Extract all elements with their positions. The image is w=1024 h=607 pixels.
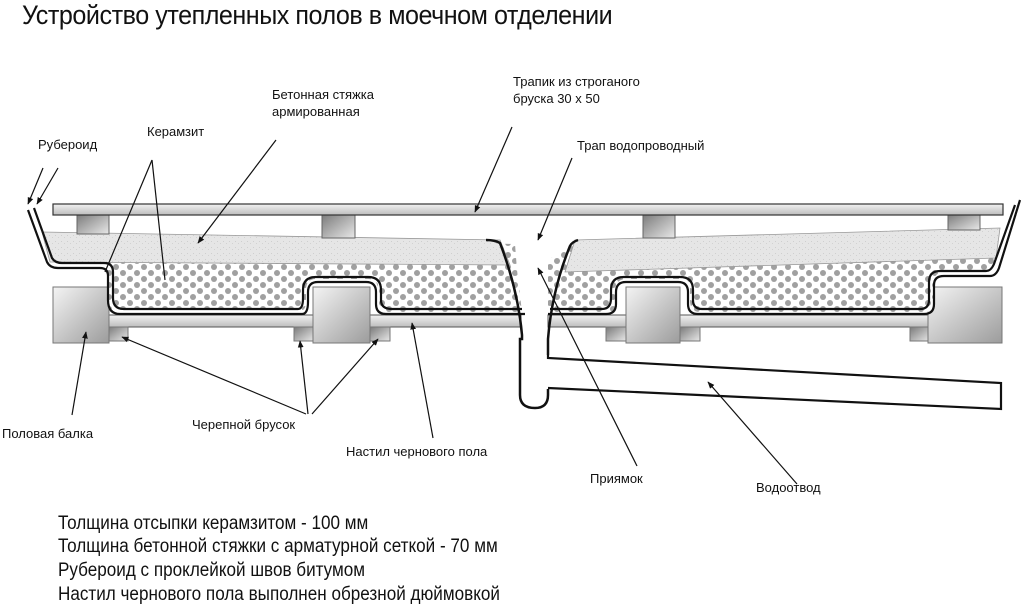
duckboard-support <box>947 213 981 231</box>
duckboard-support <box>642 213 676 239</box>
leader-cranial-1 <box>121 336 307 415</box>
concrete-screed-left <box>41 231 511 266</box>
cranial-bar <box>369 326 391 342</box>
cranial-bar <box>909 326 931 342</box>
leader-ruberoid-2 <box>36 167 59 205</box>
leader-sump <box>537 267 638 467</box>
label-drain: Водоотвод <box>756 480 821 495</box>
subfloor-deck-left <box>95 314 522 328</box>
label-keramzit: Керамзит <box>147 124 204 139</box>
cranial-bar <box>293 326 315 342</box>
label-screed-1: Бетонная стяжка <box>272 87 375 102</box>
note-line: Толщина бетонной стяжки с арматурной сет… <box>58 536 498 557</box>
leader-cranial-3 <box>311 338 379 415</box>
ruberoid-right <box>548 199 1022 316</box>
subfloor-deck-right <box>547 314 955 328</box>
floor-drain-trap <box>485 238 579 410</box>
label-trap: Трап водопроводный <box>577 138 704 153</box>
cranial-bar <box>679 326 701 342</box>
label-cranial-bar: Черепной брусок <box>192 417 295 432</box>
leader-subfloor <box>410 322 434 439</box>
ruberoid-left <box>26 207 525 316</box>
leader-screed <box>197 139 277 244</box>
floor-beam <box>625 286 681 344</box>
note-line: Настил чернового пола выполнен обрезной … <box>58 584 500 605</box>
label-beam: Половая балка <box>2 426 94 441</box>
duckboard-support <box>321 213 356 239</box>
duckboard-plank <box>52 203 1004 216</box>
note-line: Толщина отсыпки керамзитом - 100 мм <box>58 513 369 534</box>
label-screed-2: армированная <box>272 104 360 119</box>
note-line: Рубероид с проклейкой швов битумом <box>58 560 366 581</box>
leader-drain <box>707 381 798 485</box>
floor-beam <box>52 286 110 344</box>
leader-cranial-2 <box>297 340 309 415</box>
label-duckboard-2: бруска 30 х 50 <box>513 91 600 106</box>
leader-keramzit-1 <box>104 159 153 273</box>
leader-keramzit-2 <box>151 159 166 281</box>
duckboard-support <box>76 213 110 235</box>
leader-beam <box>71 331 88 416</box>
label-sump: Приямок <box>590 471 643 486</box>
floor-beam <box>927 286 1003 344</box>
leader-duckboard <box>474 126 513 213</box>
label-ruberoid: Рубероид <box>38 137 98 152</box>
floor-beam <box>312 286 371 344</box>
drain-pipe <box>546 355 1003 411</box>
label-duckboard-1: Трапик из строганого <box>513 74 640 89</box>
leader-lines <box>27 126 798 485</box>
label-subfloor: Настил чернового пола <box>346 444 488 459</box>
leader-ruberoid-1 <box>27 167 44 205</box>
diagram-title: Устройство утепленных полов в моечном от… <box>22 0 613 30</box>
leader-trap <box>537 157 573 241</box>
cranial-bar <box>605 326 627 342</box>
